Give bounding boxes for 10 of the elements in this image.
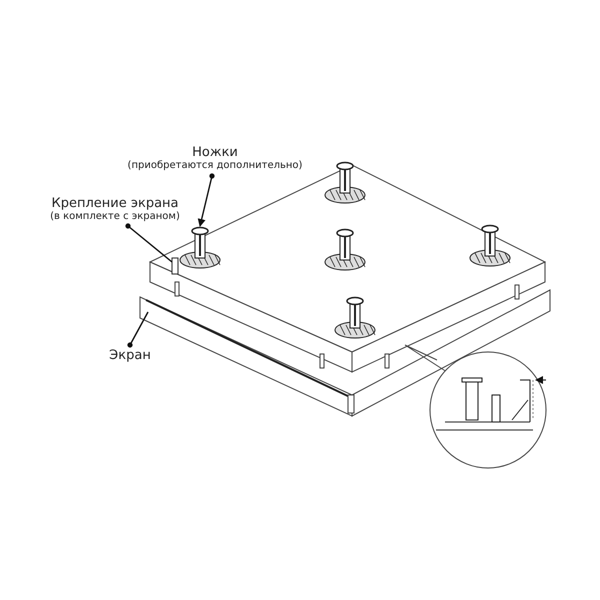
leader-line xyxy=(127,312,149,348)
leader-line xyxy=(125,223,172,263)
callout-label: Ножки xyxy=(191,145,239,160)
callout-label: Экран xyxy=(108,348,152,363)
callout-note: (в комплекте с экраном) xyxy=(49,211,181,222)
adjustable-leg-drawing xyxy=(180,226,220,268)
screen-bracket xyxy=(172,258,178,274)
leader-line xyxy=(198,173,215,227)
callout-note: (приобретаются дополнительно) xyxy=(126,160,304,171)
callout-label: Крепление экрана xyxy=(50,196,180,211)
